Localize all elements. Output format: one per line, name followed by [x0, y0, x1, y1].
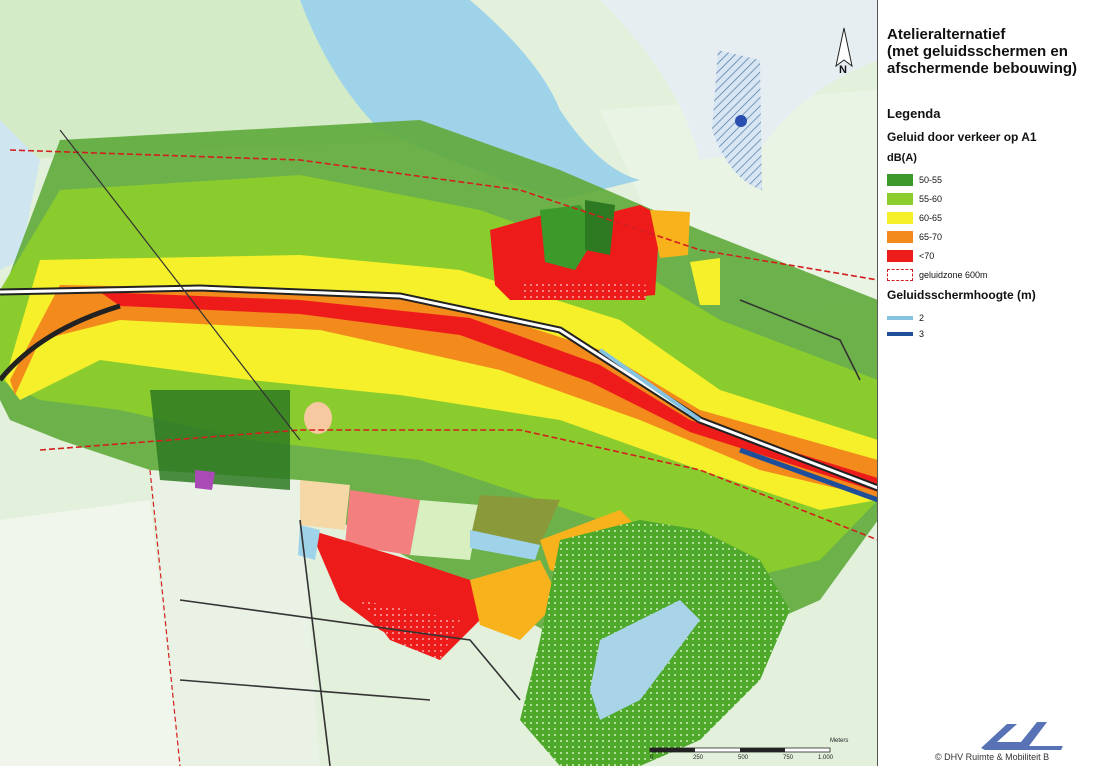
plot	[470, 560, 560, 640]
legend-item-noise-zone: geluidzone 600m	[887, 269, 988, 281]
noise-screen-2m	[598, 348, 702, 422]
legend-item-65-70: 65-70	[887, 231, 942, 243]
plot	[410, 500, 480, 560]
plot	[195, 470, 215, 490]
map-canvas	[0, 0, 877, 766]
legend-panel: Atelieralternatief (met geluidsschermen …	[879, 0, 1104, 766]
scale-tick: 0	[650, 755, 654, 761]
north-arrow: N	[832, 26, 856, 82]
town-area	[150, 470, 320, 766]
canal	[0, 120, 40, 270]
swatch	[887, 332, 913, 336]
copyright: © DHV Ruimte & Mobiliteit B	[935, 752, 1050, 762]
north-label: N	[839, 64, 847, 76]
plot	[304, 402, 332, 434]
plot	[360, 600, 460, 660]
map-title: Atelieralternatief (met geluidsschermen …	[887, 26, 1078, 77]
legend-item-screen-2m: 2	[887, 312, 924, 324]
swatch	[887, 193, 913, 205]
plot	[345, 490, 420, 555]
road	[0, 303, 121, 382]
park-plots	[150, 390, 290, 490]
plot	[585, 200, 615, 255]
noise-zone-boundary-south	[39, 429, 877, 541]
legend-label: geluidzone 600m	[919, 270, 988, 280]
canal	[470, 530, 540, 560]
road	[299, 519, 331, 766]
plot	[300, 480, 350, 530]
zone-line	[149, 469, 181, 766]
legend-label: 2	[919, 313, 925, 323]
land-area	[0, 0, 420, 160]
plot	[690, 258, 720, 305]
road	[179, 679, 431, 701]
north-arrow-icon	[835, 27, 853, 68]
scale-tick: 1.000	[818, 755, 834, 761]
swatch	[887, 250, 913, 262]
scale-bar-segment	[740, 748, 785, 752]
map-view[interactable]: N 0 250 500 750 1.000 Meters	[0, 0, 878, 766]
legend-label: <70	[919, 251, 935, 261]
scale-tick: 250	[693, 755, 704, 761]
scale-unit: Meters	[830, 738, 849, 744]
lake	[300, 0, 640, 200]
legend-label: 65-70	[919, 232, 943, 242]
legend-item-60-65: 60-65	[887, 212, 942, 224]
road	[179, 599, 521, 701]
noise-unit: dB(A)	[887, 152, 917, 164]
noise-screen-3m	[739, 447, 877, 503]
scale-bar: 0 250 500 750 1.000 Meters	[650, 738, 848, 766]
river	[590, 600, 700, 720]
town-area	[0, 500, 180, 766]
swatch	[887, 231, 913, 243]
swatch	[887, 174, 913, 186]
legend-item-50-55: 50-55	[887, 174, 942, 186]
legend-label: 60-65	[919, 213, 943, 223]
noise-zone-boundary-north	[9, 149, 877, 281]
legend-item-over-70: <70	[887, 250, 934, 262]
dhv-logo-icon	[981, 722, 1063, 750]
legend-label: 55-60	[919, 194, 943, 204]
swatch	[887, 316, 913, 320]
noise-heading: Geluid door verkeer op A1	[887, 130, 1037, 144]
highway-a1-center	[0, 286, 877, 490]
legend-heading: Legenda	[887, 106, 941, 121]
noise-band-over-70	[100, 292, 877, 492]
land-area	[600, 90, 877, 330]
plot	[470, 495, 560, 545]
buoy-icon	[735, 115, 747, 127]
screen-heading: Geluidsschermhoogte (m)	[887, 288, 1036, 302]
plot	[650, 210, 690, 258]
road	[739, 299, 861, 381]
legend-label: 50-55	[919, 175, 943, 185]
scale-tick: 750	[783, 755, 794, 761]
plot	[520, 280, 650, 300]
road	[59, 129, 301, 441]
legend-item-55-60: 55-60	[887, 193, 942, 205]
scale-tick: 500	[738, 755, 749, 761]
swatch	[887, 212, 913, 224]
legend-label: 3	[919, 329, 925, 339]
legend-item-screen-3m: 3	[887, 328, 924, 340]
swatch	[887, 269, 913, 281]
scale-bar-segment	[650, 748, 695, 752]
